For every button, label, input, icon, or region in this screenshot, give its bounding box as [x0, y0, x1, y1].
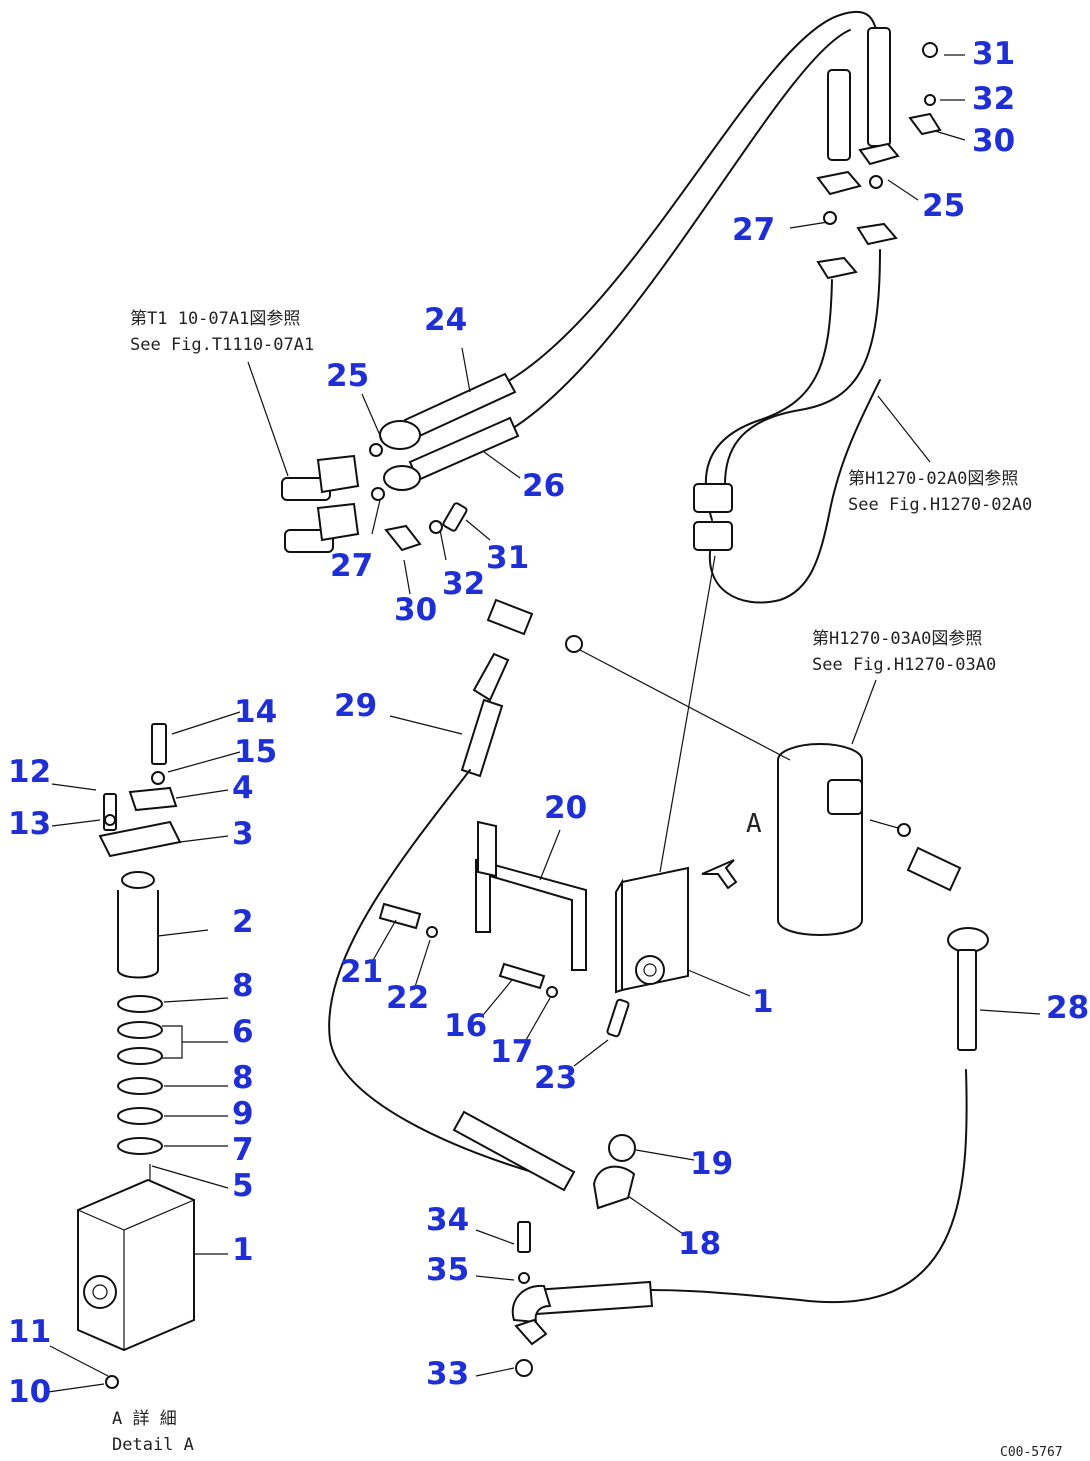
- callout-33: 33: [426, 1356, 469, 1392]
- ref-note-3-en: See Fig.H1270-03A0: [812, 655, 996, 675]
- callout-34: 34: [426, 1202, 469, 1238]
- callout-19: 19: [690, 1146, 733, 1182]
- callout-6: 6: [232, 1014, 254, 1050]
- callout-21: 21: [340, 954, 383, 990]
- callout-30-top: 30: [972, 123, 1015, 159]
- detail-a-line-art: [77, 723, 195, 1389]
- callout-25-top: 25: [922, 188, 965, 224]
- callout-12: 12: [8, 754, 51, 790]
- callout-18: 18: [678, 1226, 721, 1262]
- detail-label-en: Detail A: [112, 1435, 194, 1455]
- callout-16: 16: [444, 1008, 487, 1044]
- ref-note-2-jp: 第H1270-02A0図参照: [848, 469, 1018, 489]
- callout-26: 26: [522, 468, 565, 504]
- ref-note-3-jp: 第H1270-03A0図参照: [812, 629, 982, 649]
- callout-20: 20: [544, 790, 587, 826]
- view-a-label: A: [746, 809, 762, 839]
- callout-13: 13: [8, 806, 51, 842]
- callout-1-detail: 1: [232, 1232, 254, 1268]
- callout-10: 10: [8, 1374, 51, 1410]
- callout-24: 24: [424, 302, 467, 338]
- callout-31-top: 31: [972, 36, 1015, 72]
- detail-label-jp: A 詳 細: [112, 1409, 177, 1429]
- callout-28: 28: [1046, 990, 1089, 1026]
- callout-5: 5: [232, 1168, 254, 1204]
- callout-14: 14: [234, 694, 277, 730]
- callout-7: 7: [232, 1132, 254, 1168]
- ref-note-1-jp: 第T1 10-07A1図参照: [130, 309, 300, 329]
- callout-4: 4: [232, 770, 254, 806]
- callout-15: 15: [234, 734, 277, 770]
- callout-35: 35: [426, 1252, 469, 1288]
- callout-32-top: 32: [972, 81, 1015, 117]
- callout-27-top: 27: [732, 212, 775, 248]
- callout-23: 23: [534, 1060, 577, 1096]
- callout-11: 11: [8, 1314, 51, 1350]
- ref-note-2-en: See Fig.H1270-02A0: [848, 495, 1032, 515]
- callout-30-left: 30: [394, 592, 437, 628]
- drawing-number: C00-5767: [1000, 1445, 1063, 1460]
- callout-8a: 8: [232, 968, 254, 1004]
- callout-29: 29: [334, 688, 377, 724]
- callout-2: 2: [232, 904, 254, 940]
- callout-32-left: 32: [442, 566, 485, 602]
- callout-9: 9: [232, 1096, 254, 1132]
- callout-25-left: 25: [326, 358, 369, 394]
- leader-lines: [47, 42, 1041, 1393]
- callout-1-main: 1: [752, 984, 774, 1020]
- reference-notes: 第T1 10-07A1図参照 See Fig.T1110-07A1 第H1270…: [112, 309, 1063, 1460]
- ref-note-1-en: See Fig.T1110-07A1: [130, 335, 314, 355]
- callout-31-left: 31: [486, 540, 529, 576]
- callout-8b: 8: [232, 1060, 254, 1096]
- callout-27-left: 27: [330, 548, 373, 584]
- callout-numbers: 31 32 30 25 27 24 25 26 27 32 31 30 29 1…: [8, 36, 1089, 1410]
- callout-22: 22: [386, 980, 429, 1016]
- callout-3: 3: [232, 816, 254, 852]
- hose-line-art: [281, 10, 989, 1346]
- callout-17: 17: [490, 1034, 533, 1070]
